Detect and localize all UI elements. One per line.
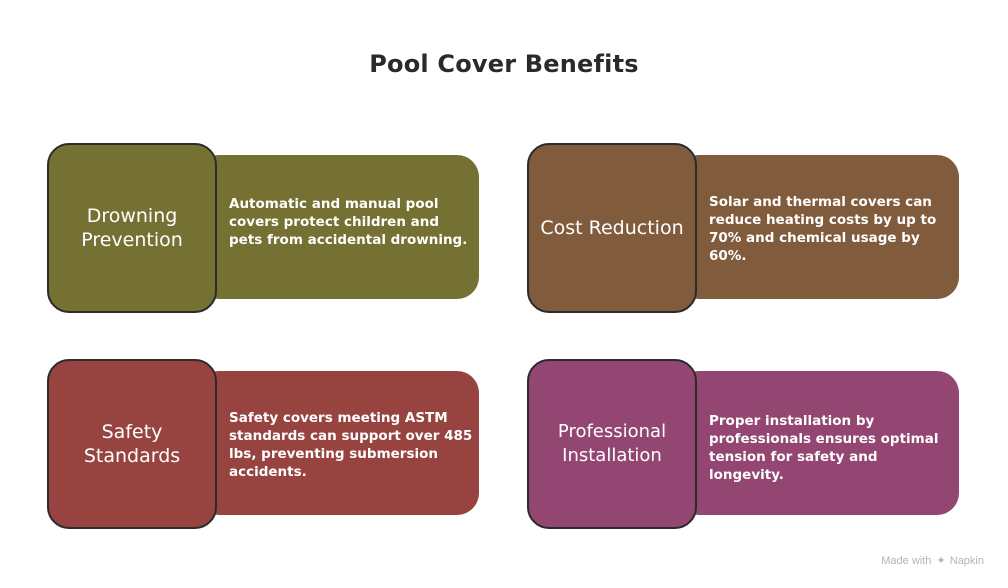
card-label-tab: Safety Standards bbox=[47, 359, 217, 529]
card-description: Solar and thermal covers can reduce heat… bbox=[709, 194, 937, 264]
footer-attribution: Made with ✦ Napkin bbox=[881, 554, 984, 567]
card-cost-reduction: Solar and thermal covers can reduce heat… bbox=[527, 143, 961, 313]
card-label: Professional Installation bbox=[557, 421, 667, 466]
card-description: Safety covers meeting ASTM standards can… bbox=[229, 410, 473, 480]
card-label-tab: Drowning Prevention bbox=[47, 143, 217, 313]
card-label: Cost Reduction bbox=[540, 217, 684, 239]
card-label: Drowning Prevention bbox=[81, 205, 183, 251]
card-professional-installation: Proper installation by professionals ens… bbox=[527, 359, 961, 529]
brand-name: Napkin bbox=[949, 555, 984, 567]
card-label-tab: Professional Installation bbox=[527, 359, 697, 529]
card-label: Safety Standards bbox=[83, 421, 181, 467]
napkin-logo-icon: ✦ bbox=[936, 555, 946, 567]
card-description: Automatic and manual pool covers protect… bbox=[229, 196, 468, 248]
made-with-text: Made with bbox=[881, 555, 932, 567]
card-body bbox=[677, 155, 959, 299]
page-title: Pool Cover Benefits bbox=[369, 50, 639, 78]
card-body bbox=[677, 371, 959, 515]
card-description: Proper installation by professionals ens… bbox=[709, 413, 939, 483]
card-body bbox=[197, 155, 479, 299]
card-body bbox=[197, 371, 479, 515]
card-drowning-prevention: Automatic and manual pool covers protect… bbox=[47, 143, 481, 313]
card-label-tab: Cost Reduction bbox=[527, 143, 697, 313]
card-safety-standards: Safety covers meeting ASTM standards can… bbox=[47, 359, 481, 529]
